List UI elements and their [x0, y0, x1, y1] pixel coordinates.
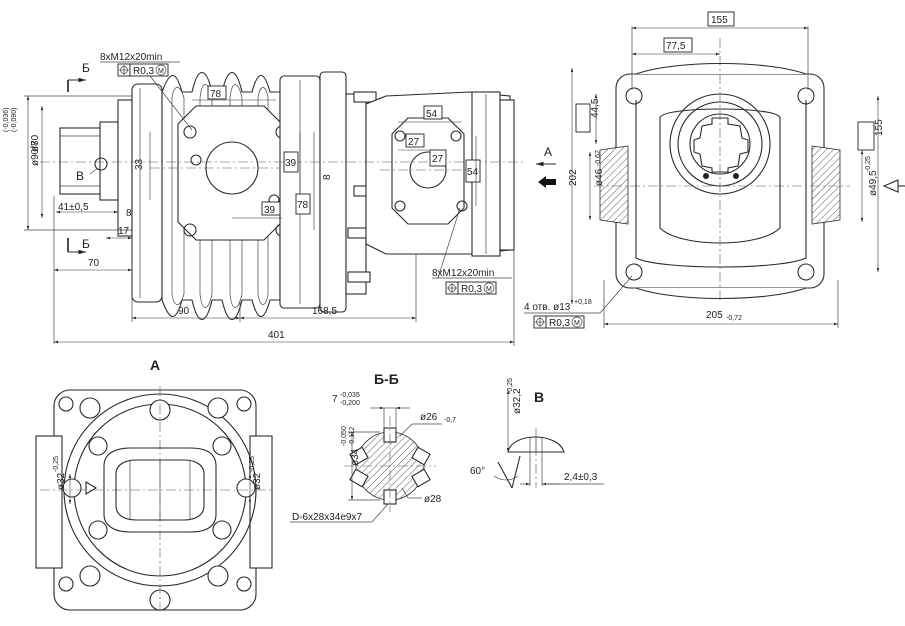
dim-202: 202 — [568, 169, 579, 186]
mounting-flange — [117, 83, 163, 303]
detail-v-dim-angle: 60° — [470, 466, 485, 477]
dim-78-side: 78 — [297, 200, 309, 211]
holes-note: 4 отв. ø13 — [524, 302, 571, 313]
side-view-dimensions: 8xM12x20min R0,3 M 78 54 27 27 54 — [3, 52, 515, 346]
section-bb-dim-7-tol-upper: -0,035 — [340, 392, 360, 399]
dim-dia70: ø70 — [30, 134, 41, 152]
section-b-label-bottom: Б — [82, 237, 90, 251]
dim-77: 77,5 — [666, 41, 686, 52]
view-a-dim-dia32-left: ø32 — [56, 472, 67, 490]
dim-39-a: 39 — [285, 158, 297, 169]
section-bb-title: Б-Б — [374, 371, 399, 387]
tolerance-left: R0,3 — [133, 66, 155, 77]
section-bb-dim-dia34-tol-upper: -0,050 — [341, 426, 348, 446]
shaft — [59, 121, 119, 201]
section-bb-dim-7: 7 — [332, 394, 338, 405]
dim-dia46-tol: -0,62 — [595, 150, 602, 166]
spline-keys — [349, 427, 431, 505]
section-bb-dim-dia34-tol-lower: -0,112 — [349, 427, 356, 446]
front-view: 155 77,5 44,5 155 202 ø46 -0,62 ø49,5 -0… — [524, 11, 905, 329]
dim-dia90-tol-lower: (-0,090) — [11, 107, 18, 132]
thread-spec-left: 8xM12x20min — [100, 52, 162, 63]
dim-dia46: ø46 — [594, 168, 605, 186]
dim-155-side: 155 — [874, 119, 885, 136]
view-a-arrow-label: А — [544, 145, 552, 159]
tolerance-right: R0,3 — [461, 284, 483, 295]
outlet-port-block — [365, 91, 515, 257]
front-view-dimensions: 155 77,5 44,5 155 202 ø46 -0,62 ø49,5 -0… — [524, 11, 885, 329]
mount-hole-br — [797, 263, 815, 281]
tolerance-holes-mod: M — [574, 320, 580, 327]
dim-155-top: 155 — [711, 15, 728, 26]
mount-hole-tr — [797, 87, 815, 105]
tolerance-left-mod: M — [158, 68, 164, 75]
dim-dia49: ø49,5 — [868, 170, 879, 196]
mount-hole-tl — [625, 87, 643, 105]
tolerance-holes: R0,3 — [549, 318, 571, 329]
dim-dia49-tol: -0,25 — [865, 156, 872, 172]
detail-v-dim-dia32-tol: -0,25 — [507, 378, 514, 394]
dim-39-b: 39 — [264, 205, 276, 216]
detail-v: В ø32,2 -0,25 60° 2,4±0,3 — [470, 378, 604, 489]
dim-33: 33 — [134, 158, 145, 170]
dim-54-top: 54 — [426, 109, 438, 120]
spline-spec: D-6x28x34e9x7 — [292, 512, 362, 523]
view-a: А ø32 -0,2 — [35, 357, 273, 614]
tolerance-right-mod: M — [486, 286, 492, 293]
dim-401: 401 — [268, 330, 285, 341]
dim-205: 205 — [706, 310, 723, 321]
view-a-title: А — [150, 357, 160, 373]
dim-dia90: ø90f8 — [30, 140, 41, 166]
detail-v-callout: В — [76, 169, 84, 183]
dim-44: 44,5 — [590, 98, 601, 118]
holes-tol: +0,18 — [574, 299, 592, 306]
dim-168: 168,5 — [312, 306, 337, 317]
dim-90: 90 — [178, 306, 190, 317]
dim-dia90-tol-upper: (-0,036) — [3, 107, 10, 132]
dim-8-low: 8 — [126, 208, 132, 219]
detail-v-dim-dia32: ø32,2 — [512, 388, 523, 414]
detail-v-dim-2-4: 2,4±0,3 — [564, 472, 598, 483]
view-a-dim-dia32-right-tol: -0,25 — [249, 456, 256, 472]
dim-27-b: 27 — [432, 154, 444, 165]
dim-205-tol: -0,72 — [726, 315, 742, 322]
side-view: Б Б В 8xM12x20min R0,3 M 78 54 27 — [3, 52, 525, 346]
section-bb-dim-dia34: ø34 — [350, 448, 361, 466]
section-bb: Б-Б 7 -0,035 -0,200 ø26 -0,7 ø34 -0,050 … — [290, 371, 456, 523]
view-a-dim-dia32-left-tol: -0,25 — [53, 456, 60, 472]
dim-70: 70 — [88, 258, 100, 269]
section-bb-dim-dia26-tol: -0,7 — [444, 417, 456, 424]
thread-spec-right: 8xM12x20min — [432, 268, 494, 279]
section-b-label-top: Б — [82, 61, 90, 75]
dim-78-top: 78 — [210, 89, 222, 100]
view-a-indicator: А — [536, 145, 556, 188]
detail-v-title: В — [534, 389, 544, 405]
dim-8-mid: 8 — [322, 174, 333, 180]
dim-54-side: 54 — [467, 167, 479, 178]
dim-27-a: 27 — [408, 137, 420, 148]
dim-41: 41±0,5 — [58, 202, 89, 213]
view-a-dim-dia32-right: ø32 — [252, 472, 263, 490]
section-bb-dim-7-tol-lower: -0,200 — [340, 400, 360, 407]
section-bb-dim-dia26: ø26 — [420, 412, 438, 423]
detail-v-marker — [94, 157, 108, 171]
rear-cover — [279, 71, 377, 313]
section-bb-dim-dia28: ø28 — [424, 494, 442, 505]
dim-17: 17 — [118, 226, 130, 237]
view-a-bolt-heads — [58, 396, 256, 611]
mount-hole-bl — [625, 263, 643, 281]
